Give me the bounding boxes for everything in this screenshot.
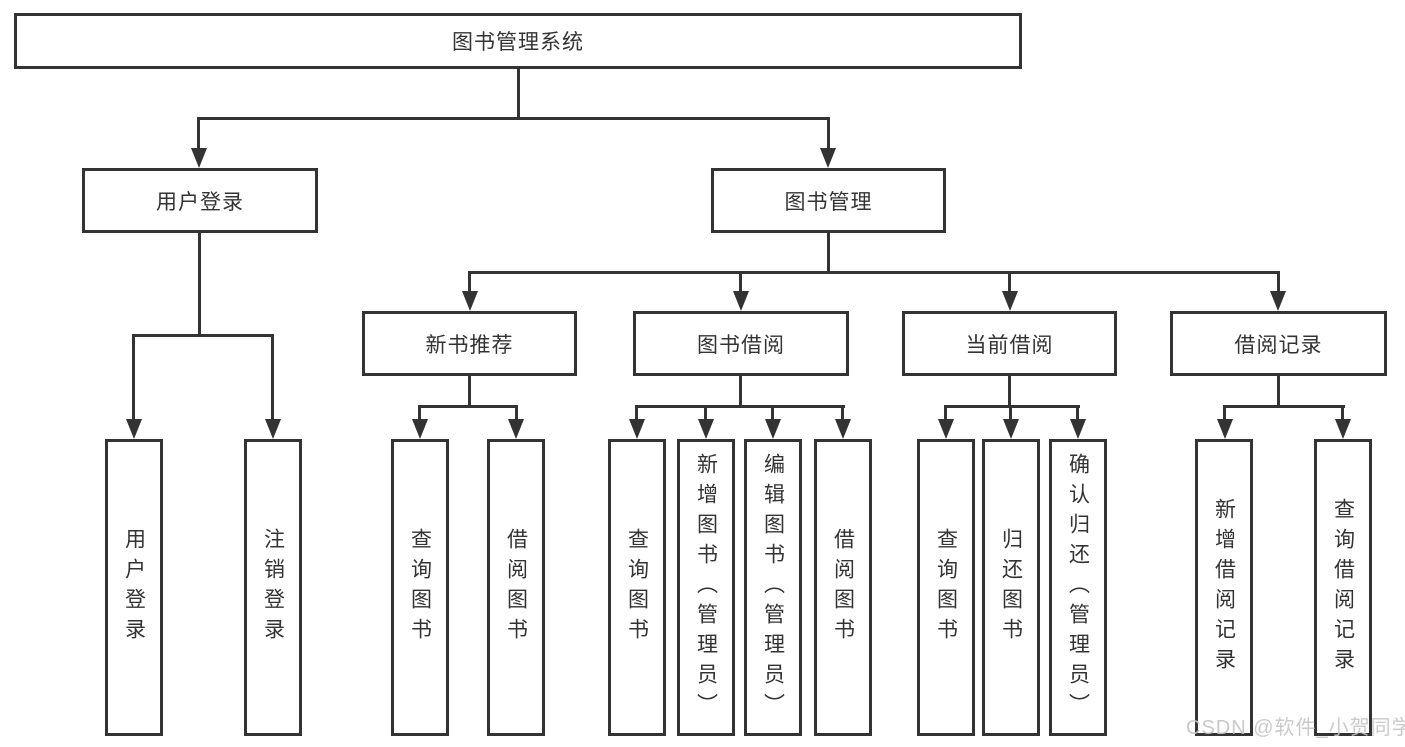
node-label: 图书管理系统 xyxy=(452,31,584,54)
leaf-logout: 注销登录 xyxy=(244,439,302,736)
leaf-label: 用户登录 xyxy=(122,527,146,648)
edge-recommend-drop-1 xyxy=(418,405,421,419)
edge-borrow-drop-4 xyxy=(841,405,844,419)
leaf-label: 确认归还（管理员） xyxy=(1066,452,1090,723)
leaf-user-login: 用户登录 xyxy=(105,439,163,736)
leaf-query-books-current: 查询图书 xyxy=(917,439,975,736)
edge-current-distributor-line xyxy=(944,405,1080,408)
node-label: 图书借阅 xyxy=(697,333,785,357)
edge-records-distributor-line xyxy=(1223,405,1345,408)
arrow-down-icon xyxy=(462,291,478,311)
node-book-borrowing: 图书借阅 xyxy=(633,311,849,376)
edge-records-feed-line xyxy=(1277,376,1280,408)
leaf-label: 借阅图书 xyxy=(831,527,855,648)
arrow-down-icon xyxy=(835,419,851,439)
leaf-label: 归还图书 xyxy=(999,527,1023,648)
leaf-add-borrow-record: 新增借阅记录 xyxy=(1195,439,1253,736)
arrow-down-icon xyxy=(412,419,428,439)
edge-root-drop-left xyxy=(197,117,200,150)
edge-mgmt-feed-line xyxy=(827,233,830,273)
arrow-down-icon xyxy=(1270,291,1286,311)
edge-records-drop-1 xyxy=(1223,405,1226,419)
leaf-label: 查询图书 xyxy=(408,527,432,648)
edge-login-distributor-line xyxy=(132,334,274,337)
arrow-down-icon xyxy=(1002,291,1018,311)
arrow-down-icon xyxy=(508,419,524,439)
node-library-management-system: 图书管理系统 xyxy=(14,13,1022,69)
node-label: 图书管理 xyxy=(784,190,873,214)
leaf-label: 借阅图书 xyxy=(504,527,528,648)
node-user-login: 用户登录 xyxy=(82,168,318,233)
arrow-down-icon xyxy=(265,419,281,439)
leaf-confirm-return-admin: 确认归还（管理员） xyxy=(1049,439,1107,736)
leaf-label: 查询图书 xyxy=(625,527,649,648)
edge-current-drop-1 xyxy=(944,405,947,419)
edge-mgmt-drop-2 xyxy=(739,271,742,291)
arrow-down-icon xyxy=(126,419,142,439)
leaf-label: 查询借阅记录 xyxy=(1331,497,1355,678)
edge-records-drop-2 xyxy=(1341,405,1344,419)
node-borrowing-records: 借阅记录 xyxy=(1170,311,1387,376)
edge-login-drop-right xyxy=(271,334,274,419)
edge-root-feed-line xyxy=(517,68,520,118)
edge-borrow-drop-2 xyxy=(704,405,707,419)
edge-mgmt-distributor-line xyxy=(468,271,1280,274)
edge-mgmt-drop-4 xyxy=(1277,271,1280,291)
edge-current-feed-line xyxy=(1008,376,1011,408)
leaf-add-books-admin: 新增图书（管理员） xyxy=(677,439,735,736)
edge-borrow-feed-line xyxy=(739,376,742,408)
edge-current-drop-2 xyxy=(1009,405,1012,419)
edge-login-feed-line xyxy=(198,233,201,337)
node-book-management: 图书管理 xyxy=(711,168,946,233)
leaf-label: 查询图书 xyxy=(934,527,958,648)
leaf-borrow-books: 借阅图书 xyxy=(814,439,872,736)
leaf-query-borrow-record: 查询借阅记录 xyxy=(1314,439,1372,736)
edge-root-drop-right xyxy=(827,117,830,150)
arrow-down-icon xyxy=(1335,419,1351,439)
leaf-query-books-borrow: 查询图书 xyxy=(608,439,666,736)
arrow-down-icon xyxy=(1003,419,1019,439)
arrow-down-icon xyxy=(1217,419,1233,439)
arrow-down-icon xyxy=(820,148,836,168)
arrow-down-icon xyxy=(1070,419,1086,439)
node-label: 当前借阅 xyxy=(965,333,1054,357)
edge-root-distributor-line xyxy=(197,117,830,120)
edge-recommend-drop-2 xyxy=(515,405,518,419)
edge-login-drop-left xyxy=(132,334,135,419)
arrow-down-icon xyxy=(191,148,207,168)
leaf-borrow-books-recommend: 借阅图书 xyxy=(487,439,545,736)
leaf-return-books: 归还图书 xyxy=(982,439,1040,736)
csdn-watermark: CSDN @软件_小贺同学 xyxy=(1186,717,1405,739)
arrow-down-icon xyxy=(629,419,645,439)
edge-borrow-drop-3 xyxy=(771,405,774,419)
arrow-down-icon xyxy=(698,419,714,439)
edge-borrow-distributor-line xyxy=(635,405,845,408)
node-label: 新书推荐 xyxy=(425,333,514,357)
edge-current-drop-3 xyxy=(1076,405,1079,419)
node-new-book-recommend: 新书推荐 xyxy=(362,311,577,376)
edge-borrow-drop-1 xyxy=(635,405,638,419)
edge-recommend-distributor-line xyxy=(418,405,518,408)
leaf-query-books-recommend: 查询图书 xyxy=(391,439,449,736)
node-current-borrowing: 当前借阅 xyxy=(902,311,1117,376)
arrow-down-icon xyxy=(765,419,781,439)
edge-mgmt-drop-1 xyxy=(468,271,471,291)
arrow-down-icon xyxy=(733,291,749,311)
leaf-edit-books-admin: 编辑图书（管理员） xyxy=(744,439,802,736)
leaf-label: 注销登录 xyxy=(261,527,285,648)
node-label: 借阅记录 xyxy=(1234,333,1323,357)
node-label: 用户登录 xyxy=(156,190,244,214)
leaf-label: 编辑图书（管理员） xyxy=(761,452,785,723)
leaf-label: 新增图书（管理员） xyxy=(694,452,718,723)
arrow-down-icon xyxy=(938,419,954,439)
edge-mgmt-drop-3 xyxy=(1008,271,1011,291)
edge-recommend-feed-line xyxy=(468,376,471,408)
leaf-label: 新增借阅记录 xyxy=(1212,497,1236,678)
